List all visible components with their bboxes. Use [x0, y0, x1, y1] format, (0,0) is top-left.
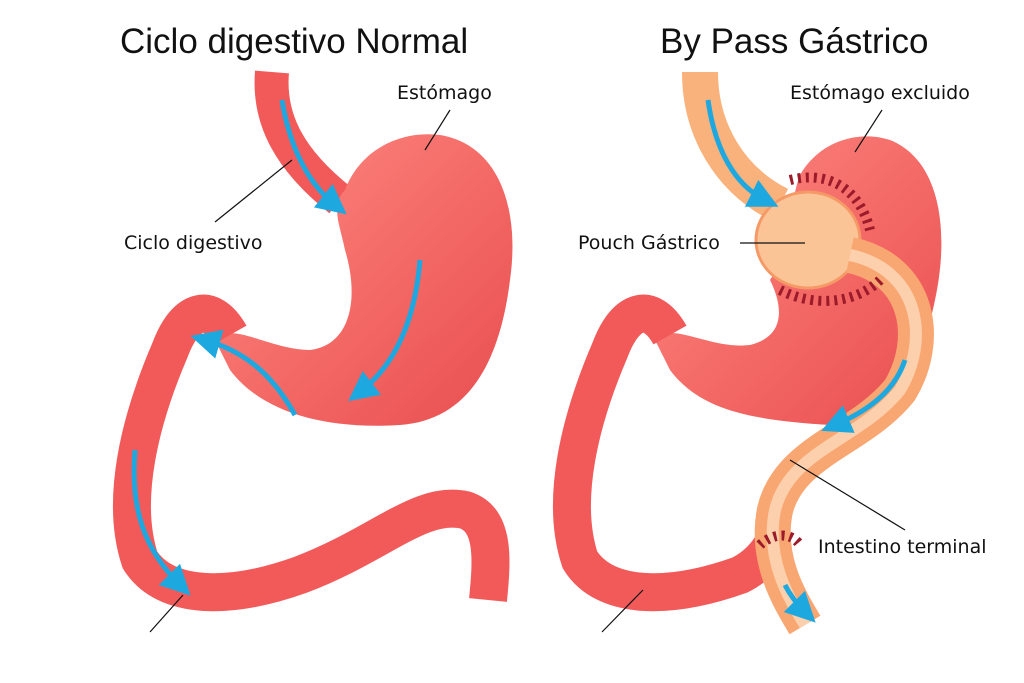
title-normal: Ciclo digestivo Normal: [120, 22, 469, 61]
leader-line: [854, 109, 883, 153]
remnant-intestine: [552, 294, 792, 612]
flow-arrow: [190, 329, 298, 417]
flow-arrow: [821, 359, 908, 433]
terminal-intestine-highlight: [766, 249, 922, 629]
label-ciclo-digestivo: Ciclo digestivo: [124, 232, 263, 254]
staple-line: [756, 530, 805, 549]
leader-line: [214, 159, 293, 223]
gastric-pouch: [754, 190, 862, 290]
label-pouch-gastrico: Pouch Gástrico: [578, 232, 720, 254]
normal-anatomy: [112, 70, 513, 633]
staple-line: [777, 172, 884, 306]
leader-line: [601, 589, 644, 633]
flow-arrow: [705, 99, 779, 207]
bypass-anatomy: [552, 71, 942, 635]
title-bypass: By Pass Gástrico: [660, 22, 929, 61]
stomach: [215, 134, 513, 426]
flow-arrow: [131, 449, 191, 596]
esophagus: [254, 70, 351, 214]
leader-line: [789, 459, 906, 531]
flow-arrow: [782, 583, 816, 623]
flow-arrow: [348, 259, 423, 402]
label-estomago: Estómago: [397, 82, 492, 104]
label-intestino-terminal: Intestino terminal: [818, 536, 987, 558]
esophagus: [682, 71, 789, 222]
leader-line: [149, 594, 184, 633]
flow-arrow: [279, 99, 347, 215]
duodenum: [112, 294, 510, 612]
leader-line: [424, 109, 451, 151]
label-estomago-excluido: Estómago excluido: [790, 82, 970, 104]
